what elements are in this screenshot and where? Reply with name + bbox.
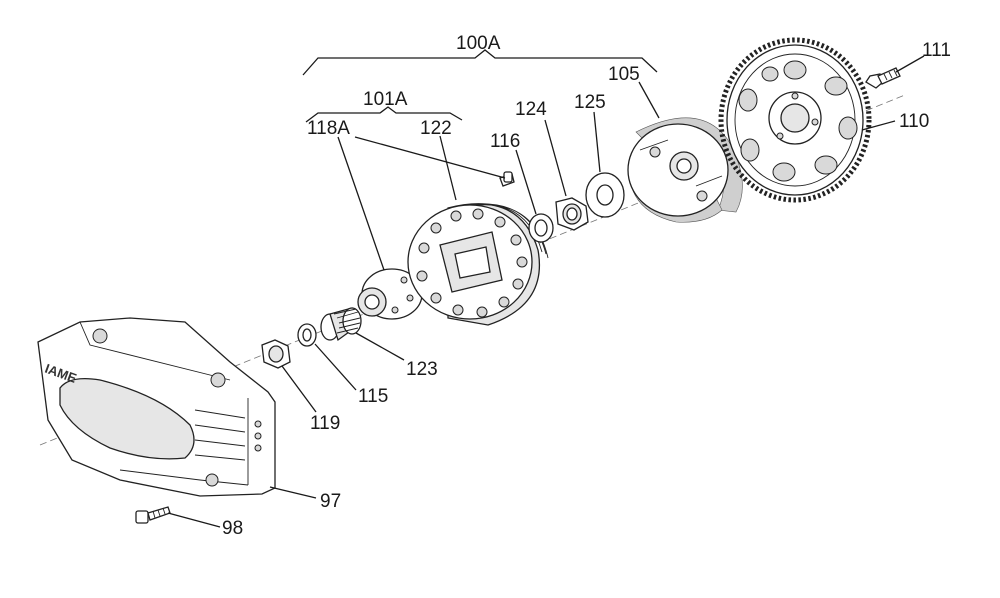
screw-116-top: [499, 171, 515, 187]
hex-nut-124: [555, 197, 589, 231]
leader-lines: [167, 49, 925, 528]
label-118A: 118A: [307, 118, 350, 139]
nut-119: [261, 339, 291, 369]
needle-bearing-123: [320, 307, 362, 342]
label-100A: 100A: [456, 33, 501, 54]
clutch-drum-122: [407, 203, 549, 326]
clutch-housing-97: IAME: [37, 317, 276, 497]
label-115: 115: [358, 386, 388, 407]
label-122: 122: [420, 118, 452, 139]
clutch-shoes-105: [627, 117, 743, 223]
bracket-101A: [305, 106, 463, 123]
label-123: 123: [406, 359, 438, 380]
label-105: 105: [608, 64, 640, 85]
washer-125: [585, 172, 625, 218]
label-125: 125: [574, 92, 606, 113]
screw-98: [135, 506, 171, 524]
bolt-111: [865, 67, 901, 89]
label-116: 116: [490, 131, 520, 152]
washer-116: [528, 213, 554, 243]
sprocket-118A: [357, 268, 423, 320]
washer-115: [297, 323, 317, 347]
label-98: 98: [222, 518, 243, 539]
ring-gear-110: [718, 37, 872, 203]
bracket-100A: [302, 49, 658, 76]
callout-labels: 100A 101A 105 111 110 124 125 118A 122 1…: [222, 33, 951, 539]
label-101A: 101A: [363, 89, 408, 110]
label-111: 111: [922, 40, 951, 61]
label-110: 110: [899, 111, 929, 132]
label-119: 119: [310, 413, 340, 434]
label-97: 97: [320, 491, 341, 512]
label-124: 124: [515, 99, 547, 120]
